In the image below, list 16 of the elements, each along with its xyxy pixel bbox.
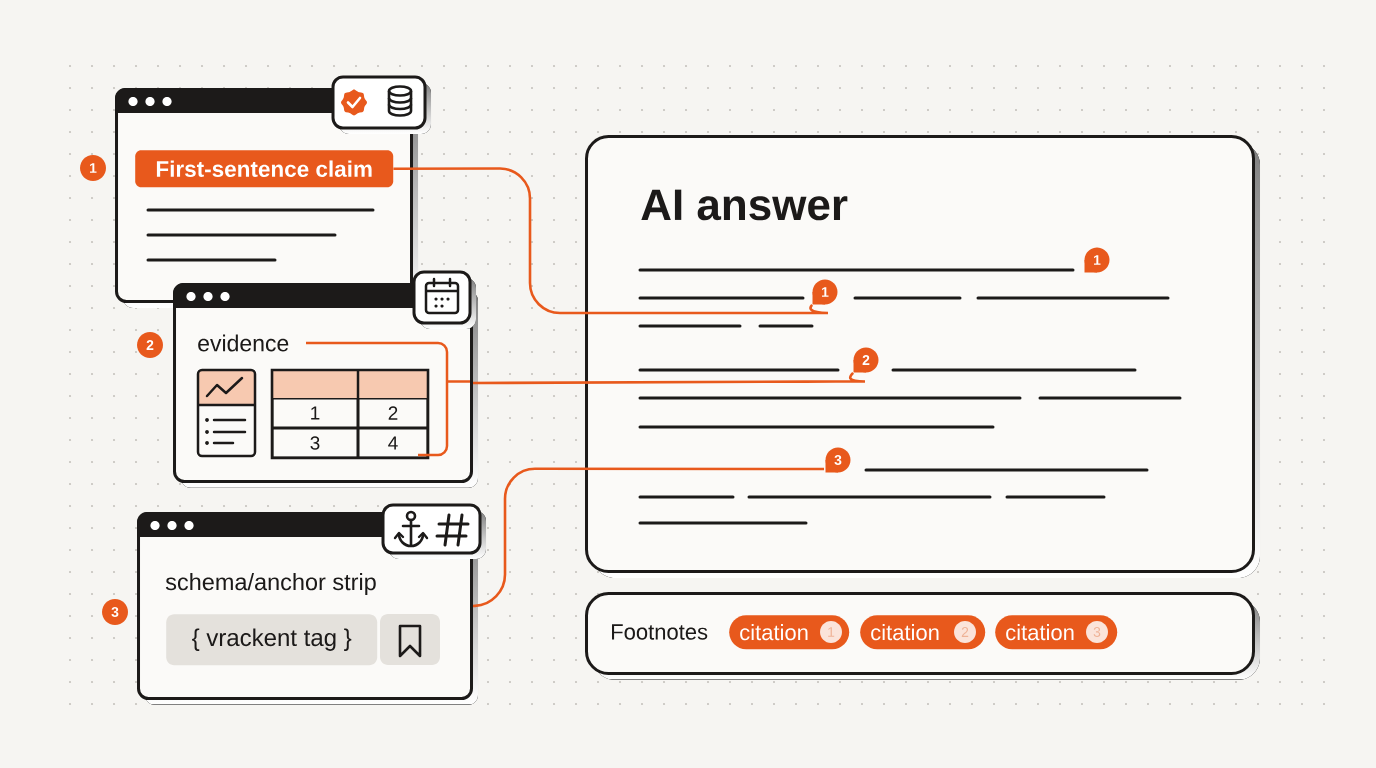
connector-line <box>472 467 825 608</box>
number-badge: 2 <box>137 332 163 358</box>
connector-line <box>393 167 830 315</box>
table-cell: 1 <box>272 398 358 428</box>
number-badge: 1 <box>820 621 842 643</box>
table-cell: 2 <box>358 398 428 428</box>
table-cell: 3 <box>272 428 358 458</box>
tag-chip: { vrackent tag } <box>166 614 378 666</box>
number-badge: 2 <box>954 621 976 643</box>
number-badge: 1 <box>80 155 106 181</box>
claim-highlight: First-sentence claim <box>135 150 394 188</box>
number-badge: 3 <box>102 599 128 625</box>
connector-line <box>473 372 867 385</box>
table-cell: 4 <box>358 428 428 458</box>
node-label: { vrackent tag } <box>192 628 352 651</box>
number-badge: 3 <box>1086 621 1108 643</box>
